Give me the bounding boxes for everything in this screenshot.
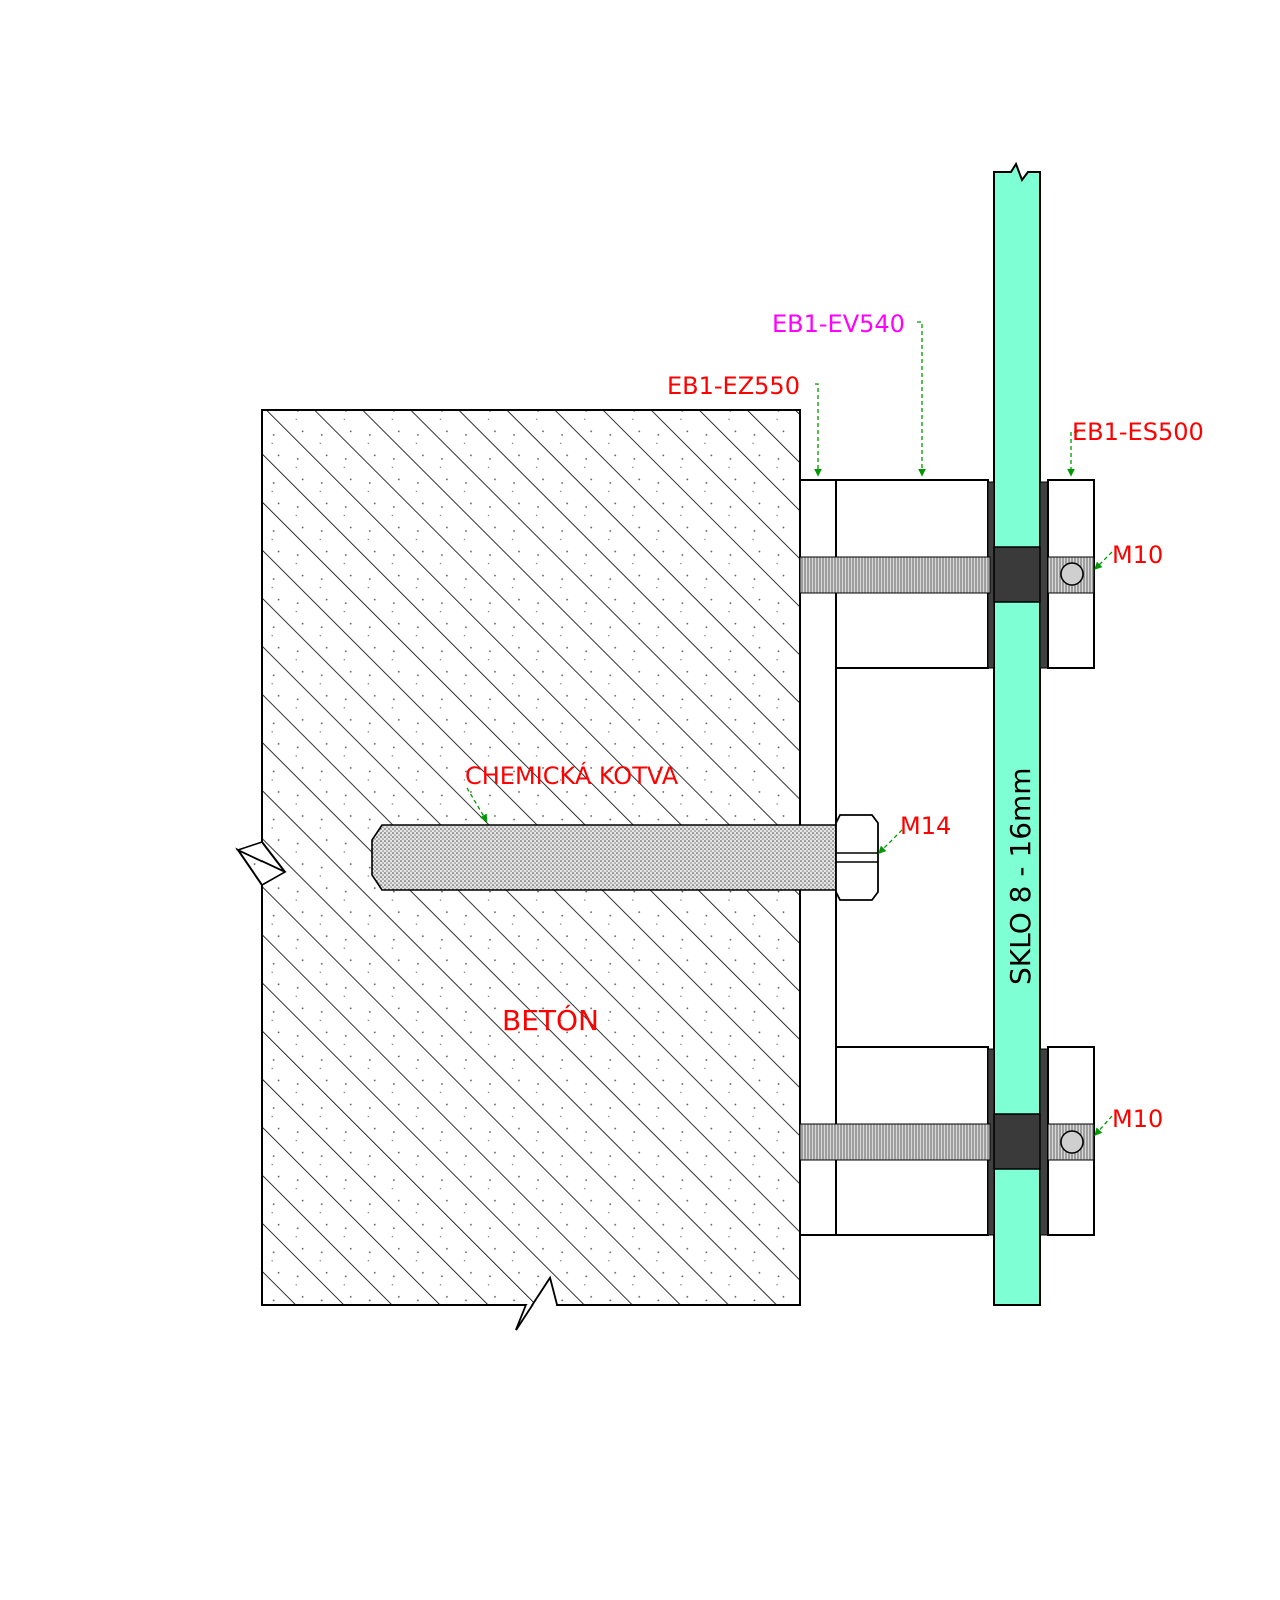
bolt-m10-bottom: [799, 1123, 1095, 1161]
gasket-top-sleeve: [993, 546, 1041, 603]
label-concrete: BETÓN: [502, 1003, 599, 1037]
bolt-head-bottom: [1060, 1130, 1084, 1154]
leader-m14: [878, 829, 903, 854]
label-m10-top: M10: [1112, 541, 1163, 569]
bolt-head-top: [1060, 562, 1084, 586]
anchor-nut: [835, 814, 879, 901]
break-line-left: [235, 841, 287, 886]
leader-ez550: [814, 383, 822, 477]
gasket-top-right: [1039, 481, 1049, 669]
glass-pane: [993, 161, 1041, 1306]
leader-lines: [466, 321, 1113, 1136]
break-line-bottom: [515, 1276, 558, 1331]
leader-ev540: [917, 321, 926, 477]
label-ev540: EB1-EV540: [772, 310, 905, 338]
chemical-anchor-m14: [371, 814, 879, 901]
leader-es500: [1067, 431, 1078, 477]
gasket-bottom-right: [1039, 1048, 1049, 1236]
label-ez550: EB1-EZ550: [667, 372, 800, 400]
leader-m10-bottom: [1094, 1115, 1113, 1136]
label-m14: M14: [900, 812, 951, 840]
leader-chem: [466, 787, 488, 823]
leader-m10-top: [1094, 551, 1113, 570]
label-es500: EB1-ES500: [1072, 418, 1204, 446]
label-m10-bottom: M10: [1112, 1105, 1163, 1133]
label-chemical-anchor: CHEMICKÁ KOTVA: [465, 761, 679, 790]
gasket-bottom-sleeve: [993, 1113, 1041, 1170]
gaskets: [987, 481, 1049, 1236]
anchor-rod: [371, 824, 837, 891]
label-glass: SKLO 8 - 16mm: [1004, 767, 1037, 985]
bolt-m10-top: [799, 556, 1095, 594]
